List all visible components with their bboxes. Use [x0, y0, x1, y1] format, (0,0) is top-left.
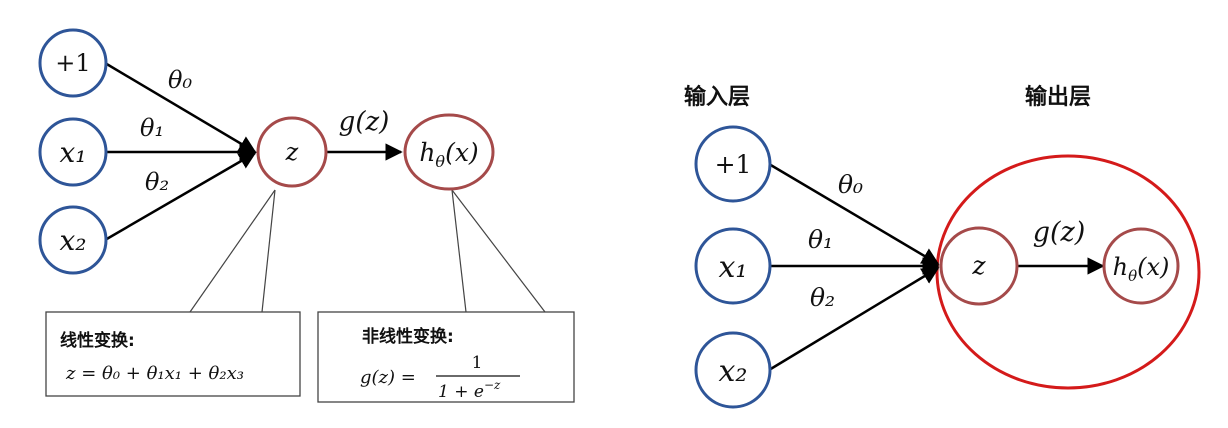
left-activation-label: g(z) [339, 107, 390, 137]
right-z-label: z [971, 251, 986, 280]
left-weight-2: θ₂ [145, 168, 169, 196]
right-node-bias [694, 125, 772, 203]
left-output-h: h [419, 138, 435, 167]
left-callout-linear-lines-2 [261, 189, 276, 313]
left-callout-nonlinear-lines-2 [451, 189, 546, 313]
right-node-x1 [694, 227, 772, 305]
left-node-z [256, 116, 328, 188]
right-output-h: h [1113, 253, 1128, 281]
right-weight-0: θ₀ [838, 170, 863, 199]
left-weight-0: θ₀ [168, 66, 192, 94]
left-nonlinear-title: 非线性变换: [362, 326, 454, 347]
right-node-x2 [694, 331, 772, 409]
left-linear-formula: z = θ₀ + θ₁x₁ + θ₂x₃ [65, 363, 244, 384]
right-network: 输入层 输出层 +1 x₁ x₂ θ₀ θ₁ θ₂ z g(z) hθ(x) [684, 84, 1201, 409]
right-edge-x2 [768, 266, 940, 372]
right-edge-bias [768, 162, 940, 266]
right-input-bias-label: +1 [715, 150, 752, 179]
right-weight-1: θ₁ [808, 225, 833, 254]
left-z-label: z [285, 138, 299, 166]
right-activation-label: g(z) [1033, 217, 1086, 248]
left-weight-1: θ₁ [140, 114, 164, 142]
left-input-x2-label: x₂ [59, 224, 86, 257]
left-node-bias [38, 28, 108, 98]
left-edge-bias [104, 61, 257, 154]
right-node-z [939, 226, 1019, 306]
left-output-arg: (x) [445, 138, 479, 167]
right-output-subscript: θ [1128, 267, 1137, 285]
left-nonlinear-denominator-base: 1 + e [438, 382, 484, 402]
left-output-label: hθ(x) [419, 138, 478, 171]
left-callout-linear-lines [189, 189, 276, 313]
right-weight-2: θ₂ [810, 283, 835, 312]
right-input-layer-label: 输入层 [684, 84, 750, 110]
left-nonlinear-denominator-exp: −z [484, 378, 501, 392]
left-node-x1 [38, 117, 108, 187]
left-linear-title: 线性变换: [60, 330, 135, 351]
left-node-h [403, 113, 495, 191]
right-input-x1-label: x₁ [719, 250, 748, 285]
left-edge-x2 [104, 151, 257, 242]
left-callout-nonlinear-lines [451, 189, 467, 313]
right-node-h [1102, 227, 1180, 305]
right-output-arg: (x) [1137, 253, 1169, 281]
left-node-x2 [38, 205, 108, 275]
right-output-label: hθ(x) [1113, 253, 1170, 285]
left-input-bias-label: +1 [55, 49, 90, 77]
right-input-x2-label: x₂ [719, 354, 748, 389]
left-input-x1-label: x₁ [59, 136, 86, 169]
left-nonlinear-denominator: 1 + e−z [438, 378, 501, 402]
left-nonlinear-box [317, 311, 575, 403]
left-output-subscript: θ [435, 152, 445, 171]
right-output-layer-label: 输出层 [1025, 84, 1091, 110]
left-nonlinear-lhs: g(z) = [360, 367, 416, 388]
left-network: +1 x₁ x₂ θ₀ θ₁ θ₂ z g(z) hθ(x) 线性变换: z =… [38, 28, 575, 403]
left-nonlinear-numerator: 1 [472, 353, 483, 373]
left-linear-box [45, 311, 301, 397]
